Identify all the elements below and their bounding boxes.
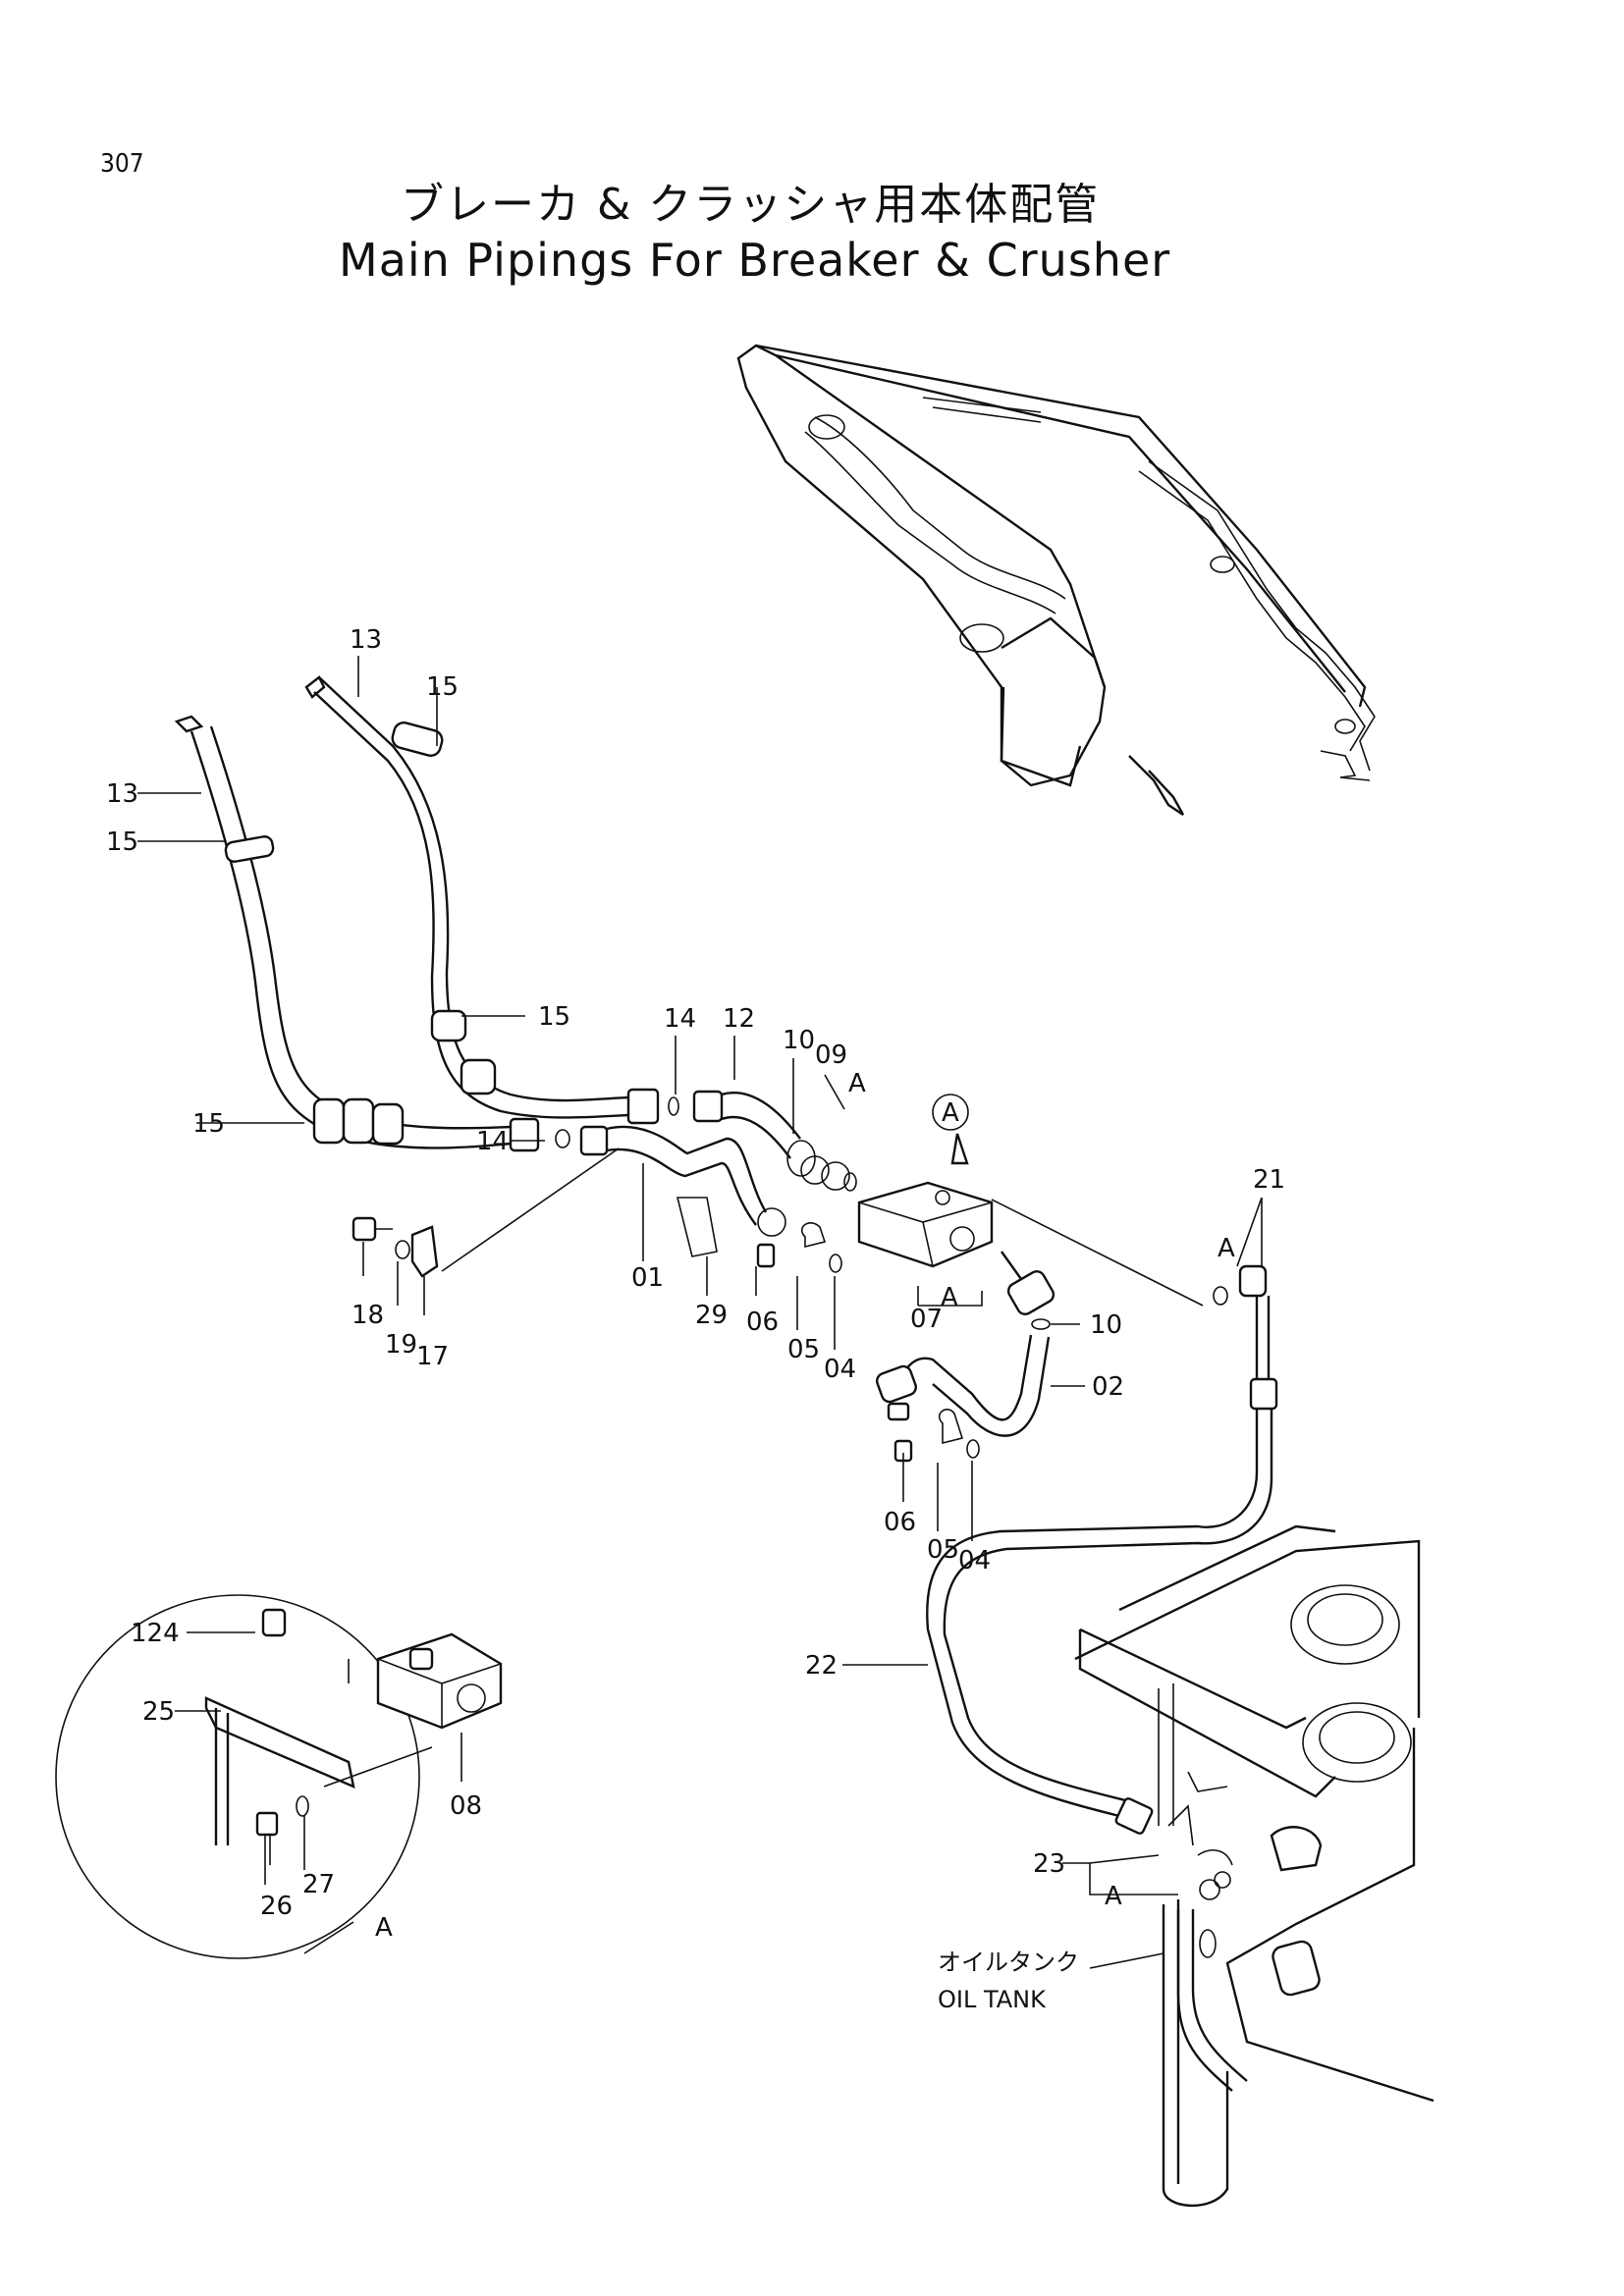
callout-25: 25 <box>142 1697 175 1727</box>
callout-17: 17 <box>416 1342 449 1371</box>
callout-04b: 04 <box>958 1546 991 1575</box>
oil-tank <box>1074 1524 1435 2208</box>
title-japanese: ブレーカ & クラッシャ用本体配管 <box>401 180 1101 230</box>
valve-block <box>857 1094 1204 1330</box>
callout-14a: 14 <box>664 1004 696 1034</box>
callout-06a: 06 <box>746 1308 779 1337</box>
callout-18: 18 <box>352 1301 384 1330</box>
oil-tank-label-jp: オイルタンク <box>938 1949 1079 1976</box>
callout-13b: 13 <box>106 779 138 809</box>
hose-13-15-upper <box>304 675 660 1125</box>
callout-05a: 05 <box>787 1335 820 1364</box>
clamp-17-18-19 <box>352 1216 439 1278</box>
callout-26: 26 <box>260 1892 293 1921</box>
callout-01: 01 <box>631 1263 664 1293</box>
callout-23: 23 <box>1033 1849 1065 1879</box>
fittings-12-01 <box>441 1090 857 1273</box>
callout-14b: 14 <box>476 1127 509 1156</box>
callout-a-circle: A <box>942 1098 959 1128</box>
hose-13-15-left <box>174 715 540 1152</box>
callout-05b: 05 <box>927 1535 959 1565</box>
callout-a2: A <box>1218 1234 1235 1263</box>
oil-tank-label-en: OIL TANK <box>938 1986 1047 2013</box>
callout-10b: 10 <box>1090 1310 1122 1340</box>
detail-circle-a <box>55 1594 503 1959</box>
pipe-21-22 <box>926 1264 1278 1835</box>
callout-a1: A <box>848 1069 866 1098</box>
callout-15b: 15 <box>106 828 138 857</box>
callout-08: 08 <box>450 1791 482 1821</box>
callout-06b: 06 <box>884 1508 916 1537</box>
callout-07: 07 <box>910 1305 943 1334</box>
leader-lines <box>137 656 1263 1969</box>
callout-27: 27 <box>302 1870 335 1899</box>
callout-labels: 13 15 13 15 15 15 14 12 10 09 A 14 01 29… <box>106 625 1285 2013</box>
arm-breaker-illustration <box>736 344 1376 816</box>
callout-15a: 15 <box>426 672 459 702</box>
callout-a3: A <box>941 1283 958 1312</box>
callout-12: 12 <box>723 1004 755 1034</box>
callout-22: 22 <box>805 1651 838 1681</box>
callout-29: 29 <box>695 1301 728 1330</box>
callout-a4: A <box>1105 1882 1122 1911</box>
page-number: 307 <box>100 149 144 179</box>
callout-19: 19 <box>385 1330 417 1360</box>
callout-21: 21 <box>1253 1165 1285 1195</box>
callout-10a: 10 <box>783 1026 815 1055</box>
callout-13a: 13 <box>350 625 382 655</box>
callout-04a: 04 <box>824 1355 856 1384</box>
callout-15c: 15 <box>538 1002 570 1032</box>
callout-a5: A <box>375 1913 393 1943</box>
callout-15d: 15 <box>192 1109 225 1139</box>
callout-09: 09 <box>815 1041 847 1070</box>
callout-124: 124 <box>131 1619 180 1648</box>
title-english: Main Pipings For Breaker & Crusher <box>339 234 1171 287</box>
callout-02: 02 <box>1092 1372 1124 1402</box>
pipe-02 <box>876 1334 1051 1463</box>
